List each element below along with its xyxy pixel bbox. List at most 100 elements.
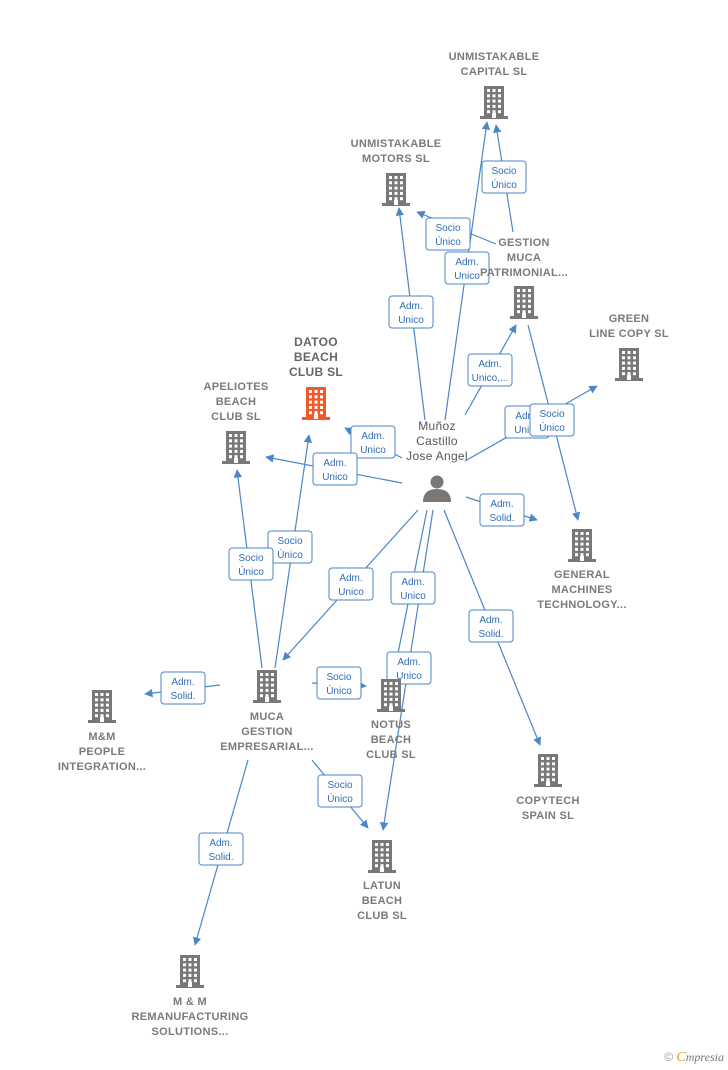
node-label-line: TECHNOLOGY... (537, 599, 626, 611)
node-label-line: DATOO (294, 335, 338, 349)
node-general[interactable]: GENERALMACHINESTECHNOLOGY... (537, 529, 626, 611)
node-label-line: PATRIMONIAL... (480, 267, 568, 279)
relation-badge-text: Adm. (171, 677, 194, 688)
relation-badge-text: Socio (435, 223, 460, 234)
relation-badge-box (481, 160, 527, 194)
relation-badge-text: Único (491, 178, 517, 191)
relation-badge[interactable]: Adm. Unico (444, 251, 490, 285)
node-label-line: APELIOTES (203, 381, 268, 393)
relation-badge-text: Adm. (399, 301, 422, 312)
relation-badge[interactable]: Adm.Unico (350, 425, 396, 459)
relation-badge[interactable]: Adm.Unico (388, 295, 434, 329)
relation-badge-text: Adm. (209, 838, 232, 849)
brand-name: mpresia (685, 1050, 724, 1064)
relation-badge-text: Adm. (401, 577, 424, 588)
node-motors[interactable]: UNMISTAKABLE MOTORS SL (351, 138, 442, 206)
relation-badge-text: Adm. (490, 499, 513, 510)
relation-badge-text: Unico (360, 445, 386, 456)
relation-badge[interactable]: Adm. Unico (328, 567, 374, 601)
node-remanu[interactable]: M & MREMANUFACTURINGSOLUTIONS... (132, 955, 249, 1038)
node-label-line: LINE COPY SL (589, 328, 669, 340)
relation-badge[interactable]: Adm. Unico (390, 571, 436, 605)
building-icon (368, 840, 396, 873)
relation-badge-box (479, 493, 525, 527)
relation-badge-text: Unico (400, 591, 426, 602)
building-icon (377, 679, 405, 712)
building-icon (222, 431, 250, 464)
relation-badge-text: Adm. (478, 359, 501, 370)
relation-badge-box (425, 217, 471, 251)
node-muca_emp[interactable]: MUCAGESTIONEMPRESARIAL... (220, 670, 313, 753)
node-mm_people[interactable]: M&MPEOPLEINTEGRATION... (58, 690, 146, 773)
node-label-line: SOLUTIONS... (152, 1026, 229, 1038)
node-label-line: MOTORS SL (362, 153, 430, 165)
node-muca_pat[interactable]: GESTION MUCA PATRIMONIAL... (480, 237, 568, 319)
relation-badge-box (316, 666, 362, 700)
relation-badge-text: Socio (238, 553, 263, 564)
relation-badge-text: Socio (491, 166, 516, 177)
relation-badge-text: Adm. (515, 411, 538, 422)
node-label-line: REMANUFACTURING (132, 1011, 249, 1023)
node-label-line: GESTION (498, 237, 550, 249)
brand-initial: C (676, 1050, 686, 1065)
relation-badge-text: Solid. (170, 691, 195, 702)
node-label-line: UNMISTAKABLE (449, 51, 540, 63)
relation-badge-text: Adm. (339, 573, 362, 584)
relation-badge[interactable]: Adm. Solid. (160, 671, 206, 705)
relation-badge-text: Solid. (489, 513, 514, 524)
footer-brand: © Cmpresia (664, 1050, 724, 1066)
relation-badge-text: Unico (322, 472, 348, 483)
relation-badge-box (467, 353, 513, 387)
relation-badge-box (386, 651, 432, 685)
relation-badge-box (388, 295, 434, 329)
relation-badge[interactable]: Adm. Unico,... (467, 353, 513, 387)
building-icon (534, 754, 562, 787)
building-icon (253, 670, 281, 703)
node-label-line: UNMISTAKABLE (351, 138, 442, 150)
node-label-line: EMPRESARIAL... (220, 741, 313, 753)
relation-badge-box (317, 774, 363, 808)
relation-badge[interactable]: Adm.Solid. (468, 609, 514, 643)
relation-badge-text: Unico (454, 271, 480, 282)
relation-badge-box (328, 567, 374, 601)
badges-layer: Adm.UnicoSocioÚnicoSocioÚnicoAdm.UnicoAd… (160, 160, 575, 866)
building-icon (88, 690, 116, 723)
relation-badge[interactable]: Adm.Unico (312, 452, 358, 486)
node-label-line: BEACH (362, 895, 403, 907)
relation-badge-text: Unico,... (472, 373, 509, 384)
relation-badge[interactable]: Adm.Unico (386, 651, 432, 685)
node-label-line: CLUB SL (366, 749, 416, 761)
relation-badge-text: Unico (338, 587, 364, 598)
node-label-line: GENERAL (554, 569, 610, 581)
relation-badge-text: Socio (539, 409, 564, 420)
relation-badge-box (444, 251, 490, 285)
copyright-symbol: © (664, 1050, 674, 1064)
node-label-line: MUCA (507, 252, 541, 264)
relation-badge-text: Solid. (478, 629, 503, 640)
relation-badge-text: Único (277, 548, 303, 561)
relation-badge-box (312, 452, 358, 486)
building-icon (382, 173, 410, 206)
relation-badge[interactable]: Adm.Solid. (198, 832, 244, 866)
relation-badge-text: Único (238, 565, 264, 578)
relation-badge-text: Adm. (455, 257, 478, 268)
relation-badge-box (529, 403, 575, 437)
building-icon (176, 955, 204, 988)
relation-badge-text: Único (435, 235, 461, 248)
relation-badge[interactable]: Adm. Solid. (479, 493, 525, 527)
